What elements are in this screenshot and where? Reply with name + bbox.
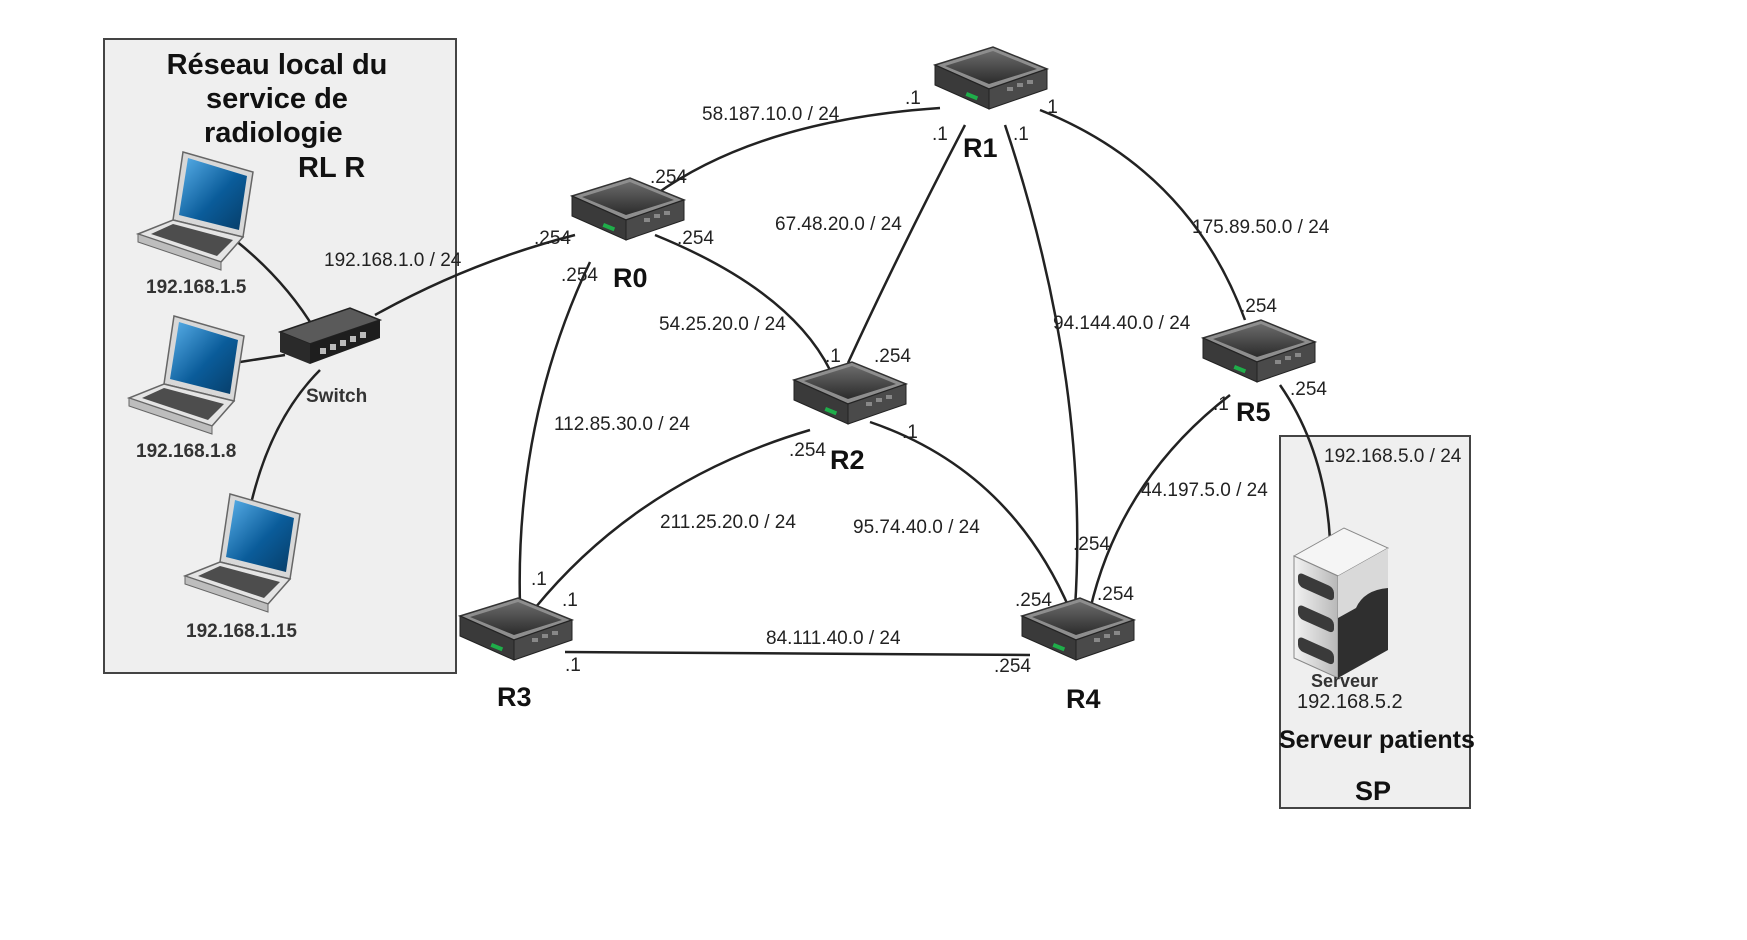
iface-r2-r1: .254 — [874, 346, 911, 367]
net-label-r0-r1: 58.187.10.0 / 24 — [702, 104, 840, 125]
router-label-r0: R0 — [613, 263, 648, 293]
iface-r1-r4: .1 — [1013, 124, 1029, 145]
net-label-r5-srv: 192.168.5.0 / 24 — [1324, 446, 1462, 467]
host-ip-2: 192.168.1.8 — [136, 441, 237, 462]
iface-r3-r4: .1 — [565, 655, 581, 676]
router-label-r2: R2 — [830, 445, 865, 475]
laptop-icon — [128, 315, 245, 435]
iface-r3-r2: .1 — [562, 590, 578, 611]
net-label-r2-r3: 211.25.20.0 / 24 — [660, 512, 796, 533]
router-icon-r1 — [934, 46, 1048, 110]
server-zone-title: Serveur patients — [1279, 726, 1475, 754]
iface-r4-r5: .254 — [1097, 584, 1134, 605]
local-network-title: Réseau local du service de radiologie — [120, 48, 434, 150]
link-r0-r1 — [654, 106, 941, 197]
router-label-r3: R3 — [497, 682, 532, 712]
host-ip-1: 192.168.1.5 — [146, 277, 247, 298]
iface-r4-r1: .254 — [1073, 534, 1110, 555]
iface-r1-r5: .1 — [1042, 97, 1058, 118]
iface-r0-r1: .254 — [650, 167, 687, 188]
iface-r2-r0: .1 — [825, 346, 841, 367]
net-label-r1-r4: 94.144.40.0 / 24 — [1053, 313, 1191, 334]
server-ip: 192.168.5.2 — [1297, 691, 1403, 713]
iface-r4-r3: .254 — [994, 656, 1031, 677]
net-label-r0-r3: 112.85.30.0 / 24 — [554, 414, 690, 435]
link-host3-switch — [248, 369, 321, 509]
iface-r2-r3: .254 — [789, 440, 826, 461]
router-label-r1: R1 — [963, 133, 998, 163]
laptop-icon — [184, 493, 301, 613]
server-zone-code: SP — [1355, 776, 1392, 806]
iface-r0-r2: .254 — [677, 228, 714, 249]
link-r1-r5 — [1039, 108, 1247, 321]
link-r5-server — [1278, 384, 1332, 541]
iface-r1-r2: .1 — [932, 124, 948, 145]
iface-r5-r1: .254 — [1240, 296, 1277, 317]
switch-label: Switch — [306, 386, 368, 407]
laptop-icon — [137, 151, 254, 271]
link-r3-r4 — [564, 650, 1031, 657]
iface-r5-r4: .1 — [1213, 394, 1229, 415]
router-label-r5: R5 — [1236, 397, 1271, 427]
iface-r0-r3: .254 — [561, 265, 598, 286]
router-icon-r2 — [793, 361, 907, 425]
link-r4-r5 — [1088, 394, 1231, 611]
iface-r3-r0: .1 — [531, 569, 547, 590]
local-network-title-line1: Réseau local du — [166, 49, 388, 81]
local-network-title-line2: service de — [206, 83, 348, 115]
iface-r0-lan: .254 — [534, 228, 571, 249]
router-label-r4: R4 — [1066, 684, 1101, 714]
router-icon-r5 — [1202, 319, 1316, 383]
link-r1-r4 — [1003, 124, 1079, 609]
server-label: Serveur — [1311, 671, 1379, 691]
link-switch-r0 — [374, 233, 576, 317]
server-icon — [1292, 527, 1390, 679]
net-label-lan-r0: 192.168.1.0 / 24 — [324, 250, 462, 271]
iface-r2-r4: .1 — [902, 422, 918, 443]
link-r0-r3 — [518, 261, 592, 606]
link-host2-switch — [239, 353, 286, 364]
link-host1-switch — [234, 239, 317, 331]
router-icon-r3 — [459, 597, 573, 661]
link-r2-r3 — [534, 428, 811, 609]
net-label-r1-r2: 67.48.20.0 / 24 — [775, 214, 902, 235]
local-network-code: RL R — [298, 152, 366, 184]
net-label-r3-r4: 84.111.40.0 / 24 — [766, 628, 901, 649]
iface-r4-r2: .254 — [1015, 590, 1052, 611]
net-label-r0-r2: 54.25.20.0 / 24 — [659, 314, 786, 335]
iface-r1-r0: .1 — [905, 88, 921, 109]
switch-icon — [277, 307, 383, 364]
host-ip-3: 192.168.1.15 — [186, 621, 297, 642]
link-r1-r2 — [846, 124, 967, 364]
net-label-r1-r5: 175.89.50.0 / 24 — [1192, 217, 1330, 238]
link-r2-r4 — [869, 420, 1072, 611]
iface-r5-srv: .254 — [1290, 379, 1327, 400]
net-label-r2-r4: 95.74.40.0 / 24 — [853, 517, 980, 538]
local-network-title-line3: radiologie — [204, 117, 343, 149]
net-label-r4-r5: 44.197.5.0 / 24 — [1141, 480, 1268, 501]
link-r0-r2 — [654, 233, 832, 371]
